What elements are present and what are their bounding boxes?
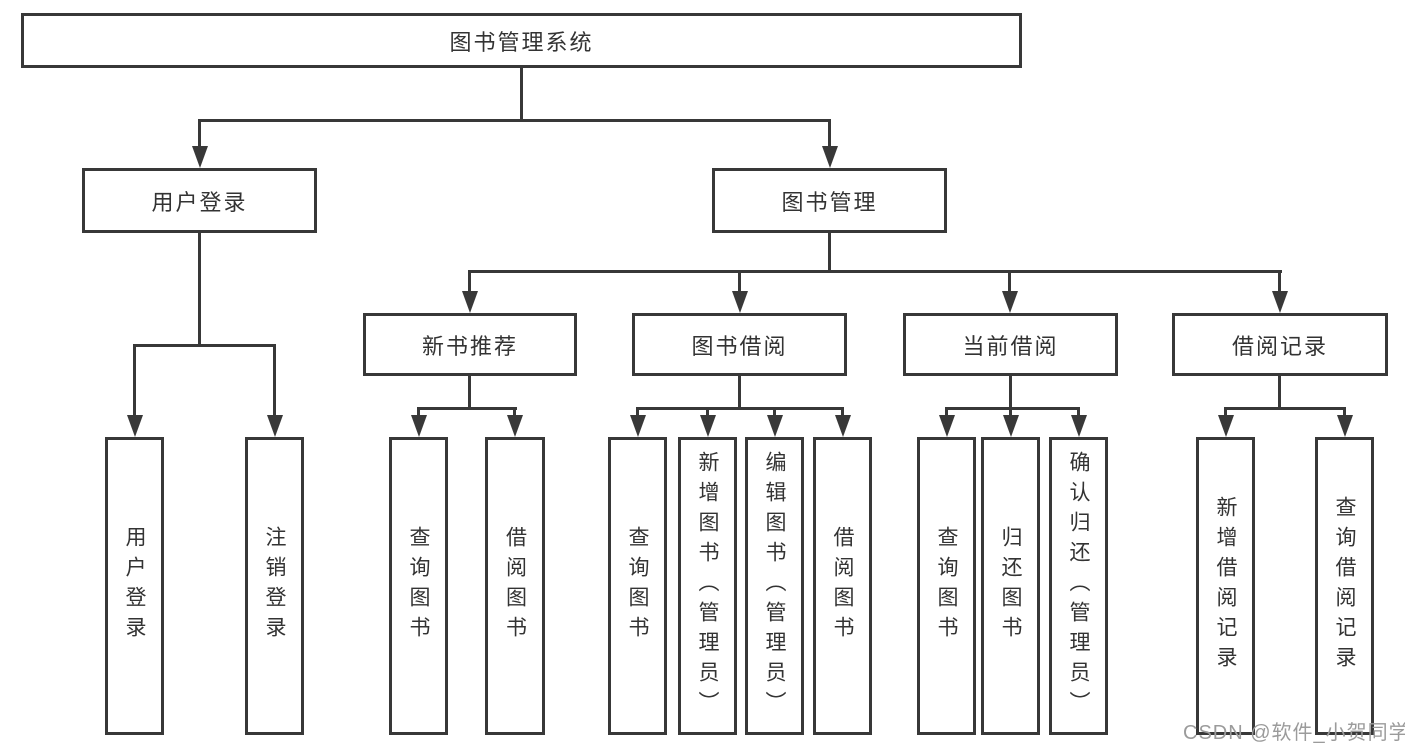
connector-line bbox=[513, 407, 516, 419]
connector-line bbox=[198, 119, 201, 148]
connector-line bbox=[417, 407, 517, 410]
connector-line bbox=[1224, 407, 1346, 410]
connector-line bbox=[1224, 407, 1227, 419]
node-new-book-recommendation-label: 新书推荐 bbox=[421, 333, 518, 359]
arrowhead-icon bbox=[1218, 415, 1234, 437]
leaf-query-books-current: 查询图书 bbox=[917, 437, 976, 735]
leaf-borrow-books-borrowing-label: 借阅图书 bbox=[831, 526, 854, 646]
leaf-borrow-books-recommend: 借阅图书 bbox=[485, 437, 545, 735]
arrowhead-icon bbox=[630, 415, 646, 437]
arrowhead-icon bbox=[1337, 415, 1353, 437]
connector-line bbox=[1009, 376, 1012, 407]
connector-line bbox=[636, 407, 844, 410]
connector-line bbox=[468, 376, 471, 407]
leaf-logout-login-label: 注销登录 bbox=[263, 526, 286, 646]
connector-line bbox=[133, 344, 276, 347]
connector-line bbox=[945, 407, 948, 419]
node-user-login-label: 用户登录 bbox=[151, 189, 248, 215]
leaf-user-login: 用户登录 bbox=[105, 437, 164, 735]
arrowhead-icon bbox=[462, 291, 478, 313]
arrowhead-icon bbox=[507, 415, 523, 437]
arrowhead-icon bbox=[411, 415, 427, 437]
leaf-edit-books-admin-label: 编辑图书（管理员） bbox=[763, 451, 786, 721]
arrowhead-icon bbox=[1003, 415, 1019, 437]
connector-line bbox=[198, 119, 831, 122]
leaf-return-books: 归还图书 bbox=[981, 437, 1040, 735]
arrowhead-icon bbox=[192, 146, 208, 168]
arrowhead-icon bbox=[822, 146, 838, 168]
arrowhead-icon bbox=[939, 415, 955, 437]
arrowhead-icon bbox=[732, 291, 748, 313]
connector-line bbox=[828, 119, 831, 148]
node-new-book-recommendation: 新书推荐 bbox=[363, 313, 577, 376]
leaf-logout-login: 注销登录 bbox=[245, 437, 304, 735]
arrowhead-icon bbox=[1071, 415, 1087, 437]
leaf-add-books-admin-label: 新增图书（管理员） bbox=[696, 451, 719, 721]
arrowhead-icon bbox=[835, 415, 851, 437]
connector-line bbox=[841, 407, 844, 419]
leaf-query-books-borrowing-label: 查询图书 bbox=[626, 526, 649, 646]
connector-line bbox=[1278, 270, 1281, 295]
node-book-management: 图书管理 bbox=[712, 168, 947, 233]
connector-line bbox=[738, 376, 741, 407]
arrowhead-icon bbox=[1002, 291, 1018, 313]
leaf-query-books-borrowing: 查询图书 bbox=[608, 437, 667, 735]
node-borrowing-records: 借阅记录 bbox=[1172, 313, 1388, 376]
connector-line bbox=[1278, 376, 1281, 407]
connector-line bbox=[468, 270, 471, 295]
leaf-add-borrow-record: 新增借阅记录 bbox=[1196, 437, 1255, 735]
leaf-add-books-admin: 新增图书（管理员） bbox=[678, 437, 737, 735]
leaf-return-books-label: 归还图书 bbox=[999, 526, 1022, 646]
node-current-borrowing-label: 当前借阅 bbox=[962, 333, 1059, 359]
leaf-query-books-recommend-label: 查询图书 bbox=[407, 526, 430, 646]
node-book-borrowing-label: 图书借阅 bbox=[691, 333, 788, 359]
connector-line bbox=[828, 233, 831, 270]
connector-line bbox=[1008, 270, 1011, 295]
leaf-confirm-return-admin: 确认归还（管理员） bbox=[1049, 437, 1108, 735]
node-user-login: 用户登录 bbox=[82, 168, 317, 233]
arrowhead-icon bbox=[127, 415, 143, 437]
connector-line bbox=[469, 270, 1282, 273]
connector-line bbox=[1343, 407, 1346, 419]
arrowhead-icon bbox=[700, 415, 716, 437]
connector-line bbox=[273, 344, 276, 419]
leaf-query-books-recommend: 查询图书 bbox=[389, 437, 448, 735]
arrowhead-icon bbox=[767, 415, 783, 437]
connector-line bbox=[133, 344, 136, 419]
node-borrowing-records-label: 借阅记录 bbox=[1231, 333, 1328, 359]
leaf-confirm-return-admin-label: 确认归还（管理员） bbox=[1067, 451, 1090, 721]
connector-line bbox=[738, 270, 741, 295]
leaf-query-borrow-record: 查询借阅记录 bbox=[1315, 437, 1374, 735]
leaf-add-borrow-record-label: 新增借阅记录 bbox=[1214, 496, 1237, 676]
leaf-borrow-books-borrowing: 借阅图书 bbox=[813, 437, 872, 735]
connector-line bbox=[1009, 407, 1012, 419]
leaf-borrow-books-recommend-label: 借阅图书 bbox=[503, 526, 527, 646]
connector-line bbox=[636, 407, 639, 419]
node-book-management-label: 图书管理 bbox=[781, 189, 878, 215]
connector-line bbox=[520, 68, 523, 119]
connector-line bbox=[945, 407, 1080, 410]
node-book-borrowing: 图书借阅 bbox=[632, 313, 847, 376]
node-root-label: 图书管理系统 bbox=[449, 29, 594, 55]
node-root: 图书管理系统 bbox=[21, 13, 1022, 68]
arrowhead-icon bbox=[267, 415, 283, 437]
arrowhead-icon bbox=[1272, 291, 1288, 313]
connector-line bbox=[773, 407, 776, 419]
connector-line bbox=[1077, 407, 1080, 419]
connector-line bbox=[198, 233, 201, 344]
csdn-watermark: CSDN @软件_小贺同学 bbox=[1183, 722, 1405, 744]
leaf-edit-books-admin: 编辑图书（管理员） bbox=[745, 437, 804, 735]
node-current-borrowing: 当前借阅 bbox=[903, 313, 1118, 376]
connector-line bbox=[706, 407, 709, 419]
leaf-user-login-label: 用户登录 bbox=[123, 526, 146, 646]
leaf-query-books-current-label: 查询图书 bbox=[935, 526, 958, 646]
leaf-query-borrow-record-label: 查询借阅记录 bbox=[1333, 496, 1356, 676]
connector-line bbox=[417, 407, 420, 419]
